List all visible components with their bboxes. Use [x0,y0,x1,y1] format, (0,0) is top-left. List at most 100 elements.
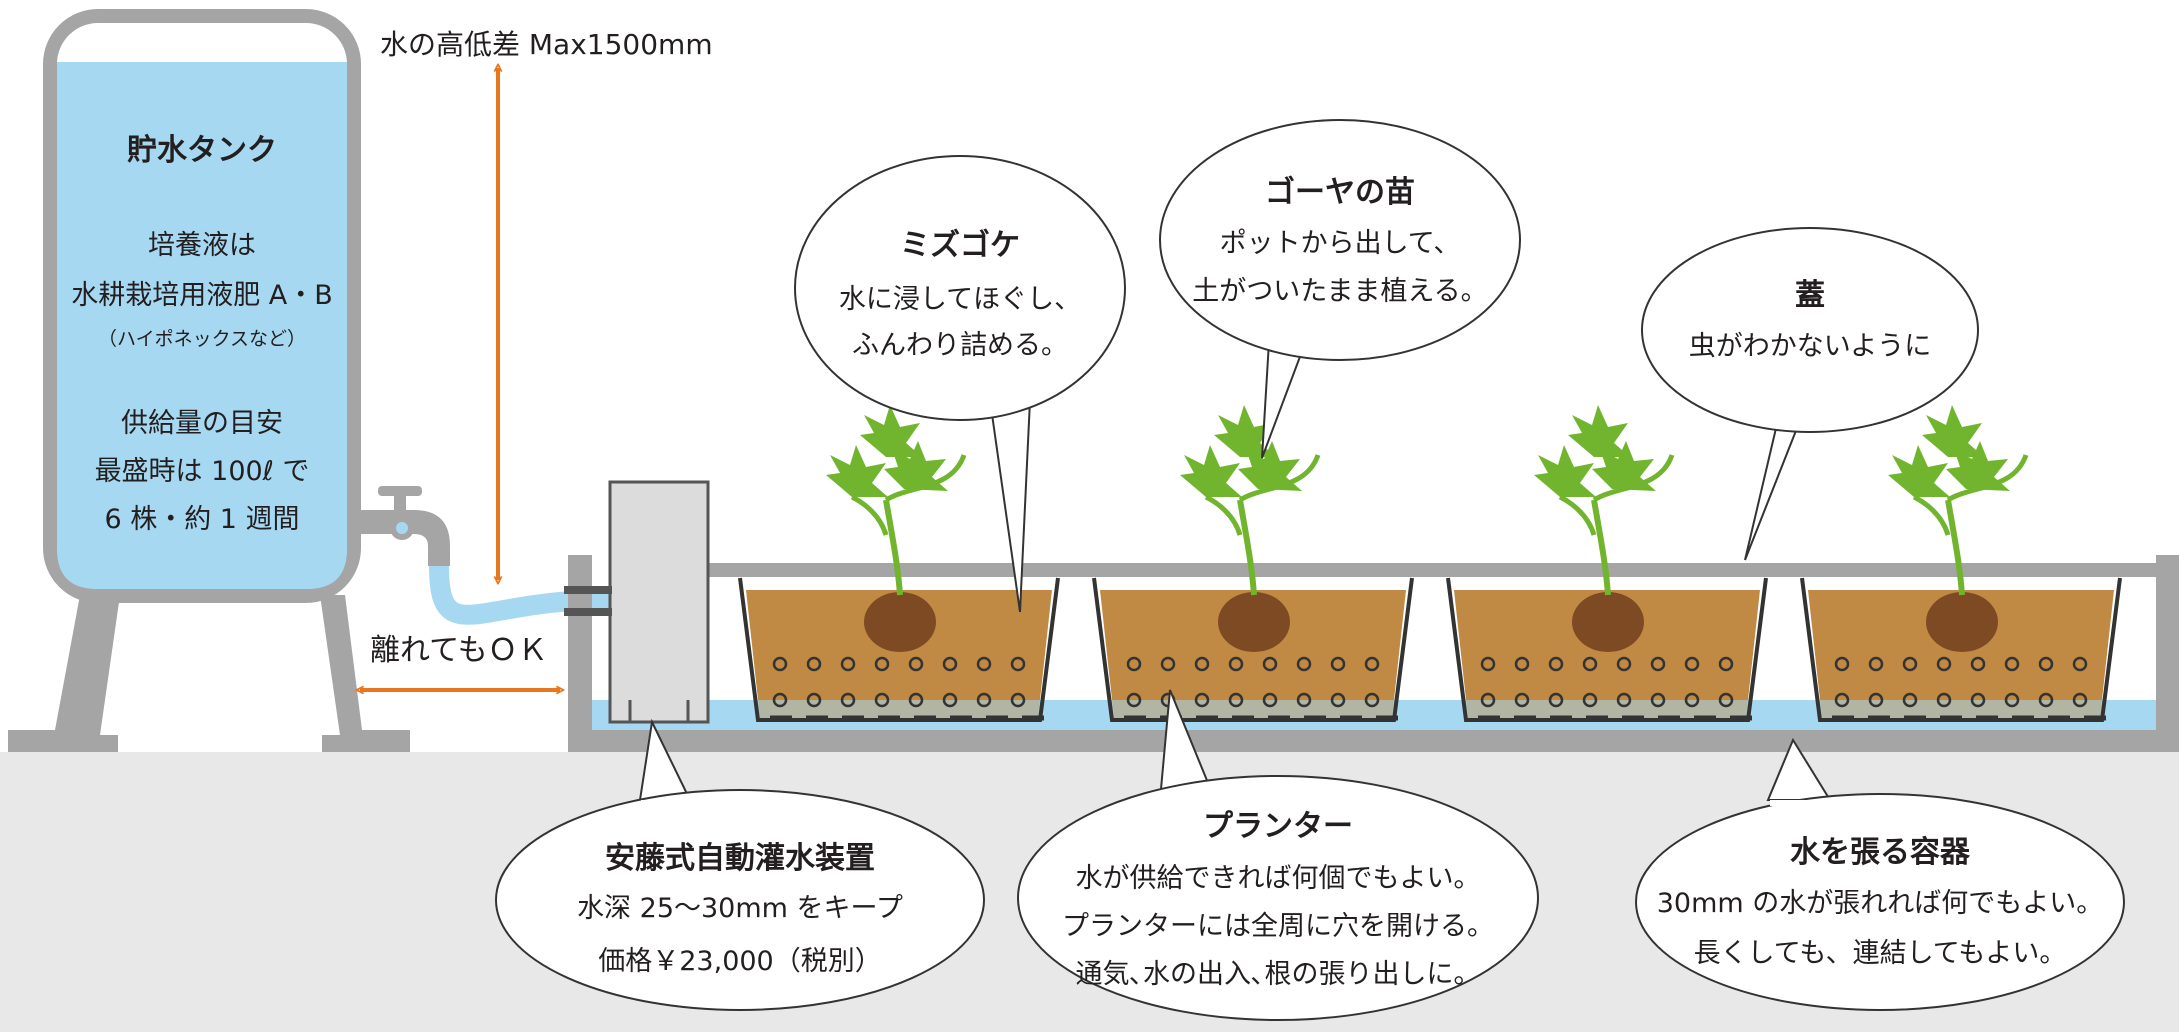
seedling-callout: ゴーヤの苗 ポットから出して、 土がついたまま植える。 [1159,119,1521,459]
planter-hole [908,656,924,672]
planter-hole [772,656,788,672]
seedling-line2: 土がついたまま植える。 [1192,276,1487,307]
tank-label: 貯水タンク 培養液は 水耕栽培用液肥 A・B （ハイポネックスなど） 供給量の目… [71,133,333,535]
planter-hole [874,692,890,708]
soil [1100,590,1406,718]
device-line2: 価格￥23,000（税別） [598,946,881,977]
tank-supply-line2: 最盛時は 100ℓ で [95,456,310,487]
lid-callout: 蓋 虫がわかないように [1641,227,1979,561]
planter-hole [1868,656,1884,672]
planter-hole [908,692,924,708]
planter-hole [1650,656,1666,672]
planter-hole [1480,656,1496,672]
planter-hole [1296,656,1312,672]
container-callout: 水を張る容器 30mm の水が張れれば何でもよい。 長くしても、連結してもよい。 [1635,737,2125,1011]
planter-hole [976,656,992,672]
tank-nutrient-line1: 培養液は [148,230,256,261]
planter-hole [772,692,788,708]
moss-line1: 水に浸してほぐし、 [839,284,1081,315]
lid-title: 蓋 [1795,278,1825,313]
planter-hole [1970,656,1986,672]
tank-title: 貯水タンク [127,133,277,168]
water-tank [43,9,361,603]
planter-hole [1160,656,1176,672]
planter-hole [1616,692,1632,708]
planter-line3: 通気､水の出入､根の張り出しに。 [1076,959,1481,990]
planter-hole [1902,692,1918,708]
planter-hole [1548,692,1564,708]
planter-hole [1330,692,1346,708]
planter-line1: 水が供給できれば何個でもよい。 [1076,863,1481,894]
tank-supply-line1: 供給量の目安 [121,408,283,439]
root-ball [864,592,936,652]
planter-hole [1262,692,1278,708]
planter-hole [840,656,856,672]
planter-3 [1446,405,1768,722]
planters [738,405,2122,722]
planter-hole [1330,656,1346,672]
soil [746,590,1052,718]
distance-note: 離れてもＯＫ [370,633,548,668]
planter-hole [806,692,822,708]
planter-hole [1126,692,1142,708]
planter-hole [1684,656,1700,672]
planter-hole [1010,692,1026,708]
planter-hole [874,656,890,672]
planter-hole [1480,692,1496,708]
device-callout: 安藤式自動灌水装置 水深 25〜30mm をキープ 価格￥23,000（税別） [495,718,985,1011]
planter-hole [2038,656,2054,672]
planter-hole [1364,692,1380,708]
planter-hole [1718,656,1734,672]
planter-hole [1684,692,1700,708]
root-ball [1218,592,1290,652]
root-ball [1572,592,1644,652]
planter-hole [1834,656,1850,672]
planter-2 [1092,405,1414,722]
planter-hole [1514,692,1530,708]
planter-hole [1902,656,1918,672]
planter-hole [1548,656,1564,672]
planter-hole [1010,656,1026,672]
moss-callout: ミズゴケ 水に浸してほぐし、 ふんわり詰める。 [794,155,1126,613]
planter-hole [1936,656,1952,672]
container-line2: 長くしても、連結してもよい。 [1694,938,2067,969]
planter-title: プランター [1203,809,1353,844]
planter-hole [976,692,992,708]
planter-hole [1194,656,1210,672]
planter-hole [1364,656,1380,672]
planter-hole [1126,656,1142,672]
planter-hole [1228,656,1244,672]
planter-hole [2004,692,2020,708]
seedling-line1: ポットから出して、 [1220,228,1461,259]
planter-hole [942,692,958,708]
planter-1 [738,405,1060,722]
planter-hole [806,656,822,672]
tank-nutrient-line2: 水耕栽培用液肥 A・B [71,280,333,311]
container-title: 水を張る容器 [1790,835,1971,870]
planter-hole [1582,656,1598,672]
hose [429,565,611,625]
height-note: 水の高低差 Max1500mm [380,28,713,61]
tank-nutrient-line3: （ハイポネックスなど） [98,328,306,350]
tank-stand [8,595,410,752]
planter-hole [1228,692,1244,708]
planter-hole [1582,692,1598,708]
moss-line2: ふんわり詰める。 [852,330,1068,361]
planter-4 [1800,405,2122,722]
planter-hole [840,692,856,708]
planter-hole [1834,692,1850,708]
tank-supply-line3: 6 株・約 1 週間 [104,504,299,535]
planter-callout: プランター 水が供給できれば何個でもよい。 プランターには全周に穴を開ける。 通… [1017,689,1539,1021]
device-line1: 水深 25〜30mm をキープ [577,893,903,924]
planter-hole [1650,692,1666,708]
seedling-title: ゴーヤの苗 [1265,175,1415,210]
planter-hole [2072,656,2088,672]
auto-irrigation-device [564,480,710,724]
planter-hole [942,656,958,672]
planter-hole [2072,692,2088,708]
planter-hole [2004,656,2020,672]
planter-hole [1970,692,1986,708]
device-title: 安藤式自動灌水装置 [605,841,875,876]
planter-hole [1296,692,1312,708]
